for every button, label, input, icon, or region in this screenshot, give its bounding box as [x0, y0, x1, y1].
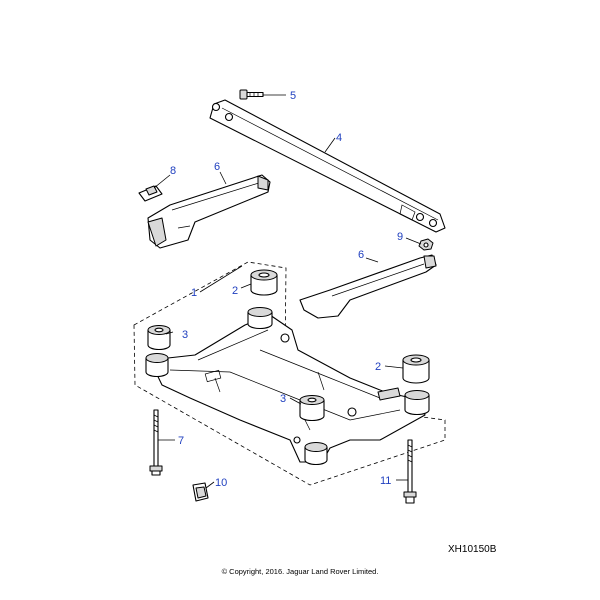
bracket-right-part-6 — [299, 254, 437, 319]
callout-4: 4 — [336, 132, 342, 144]
bushing-left-part-3 — [147, 325, 171, 351]
callout-6-left: 6 — [214, 161, 220, 173]
long-bolt-part-11 — [403, 439, 417, 504]
callout-3-center: 3 — [280, 393, 286, 405]
callout-5: 5 — [290, 90, 296, 102]
bushing-upper-left-part-2 — [250, 269, 278, 296]
subframe-part-1 — [149, 314, 426, 463]
nut-part-9 — [418, 238, 434, 251]
callout-11: 11 — [380, 475, 391, 487]
callout-2-upper: 2 — [232, 285, 238, 297]
bushing-center-part-3 — [299, 395, 325, 422]
callout-8: 8 — [170, 165, 176, 177]
subframe-assembly-boundary — [133, 261, 446, 486]
clip-nut-part-8 — [138, 185, 163, 202]
callout-1: 1 — [191, 287, 197, 299]
callout-3-left: 3 — [182, 329, 188, 341]
leader-lines — [153, 94, 422, 489]
callout-10: 10 — [215, 477, 227, 489]
copyright-notice: © Copyright, 2016. Jaguar Land Rover Lim… — [221, 567, 379, 576]
callout-7: 7 — [178, 435, 184, 447]
mount-bushing-subframe-left — [145, 353, 169, 378]
tie-bar-part-4 — [209, 99, 446, 233]
clip-part-10 — [192, 482, 209, 502]
reference-code: XH10150B — [448, 544, 497, 555]
bolt-part-5 — [239, 89, 264, 100]
callout-9: 9 — [397, 231, 403, 243]
long-bolt-part-7 — [149, 409, 163, 476]
bracket-left-part-6 — [147, 174, 271, 249]
mount-bushing-subframe-bottom — [304, 442, 328, 466]
mount-bushing-subframe-right — [404, 390, 430, 416]
bushing-right-part-2 — [402, 354, 430, 384]
callout-2-right: 2 — [375, 361, 381, 373]
mount-bushing-subframe-top — [247, 307, 273, 330]
callout-6-right: 6 — [358, 249, 364, 261]
